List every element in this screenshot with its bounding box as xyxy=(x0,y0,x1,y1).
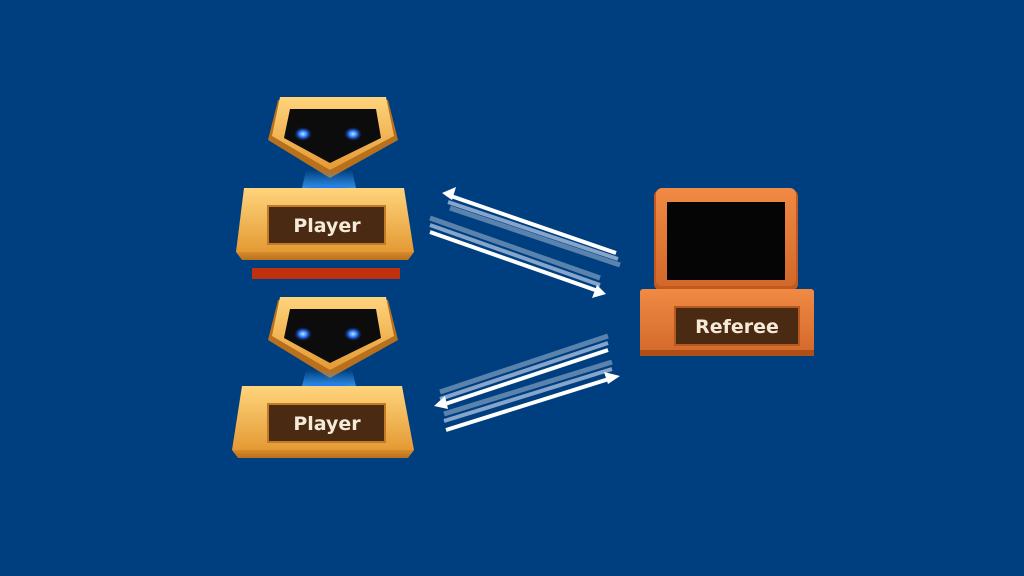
player-2: Player xyxy=(232,297,414,458)
player-1-label: Player xyxy=(293,215,361,237)
player-1: Player xyxy=(236,97,414,260)
arrow-left-icon xyxy=(442,187,456,200)
player-2-base: Player xyxy=(232,386,414,458)
referee: Referee xyxy=(640,188,814,356)
arrow-left-icon xyxy=(434,396,448,409)
player-2-head xyxy=(268,297,398,378)
player-2-eye-left-icon xyxy=(294,327,312,341)
arrow-player-2-to-referee xyxy=(443,359,620,432)
player-1-head xyxy=(268,97,398,178)
player-2-eye-right-icon xyxy=(344,327,362,341)
referee-label: Referee xyxy=(695,316,779,338)
player-1-eye-right-icon xyxy=(344,127,362,141)
player-2-label: Player xyxy=(293,413,361,435)
player-separator xyxy=(252,268,400,279)
arrow-player-1-to-referee xyxy=(429,215,606,298)
arrow-right-icon xyxy=(604,372,620,384)
arrow-referee-to-player-1 xyxy=(442,187,621,268)
player-1-base: Player xyxy=(236,188,414,260)
arrow-referee-to-player-2 xyxy=(434,333,609,409)
referee-monitor xyxy=(654,188,798,290)
player-1-eye-left-icon xyxy=(294,127,312,141)
arrow-right-icon xyxy=(592,285,606,298)
referee-base: Referee xyxy=(640,289,814,356)
